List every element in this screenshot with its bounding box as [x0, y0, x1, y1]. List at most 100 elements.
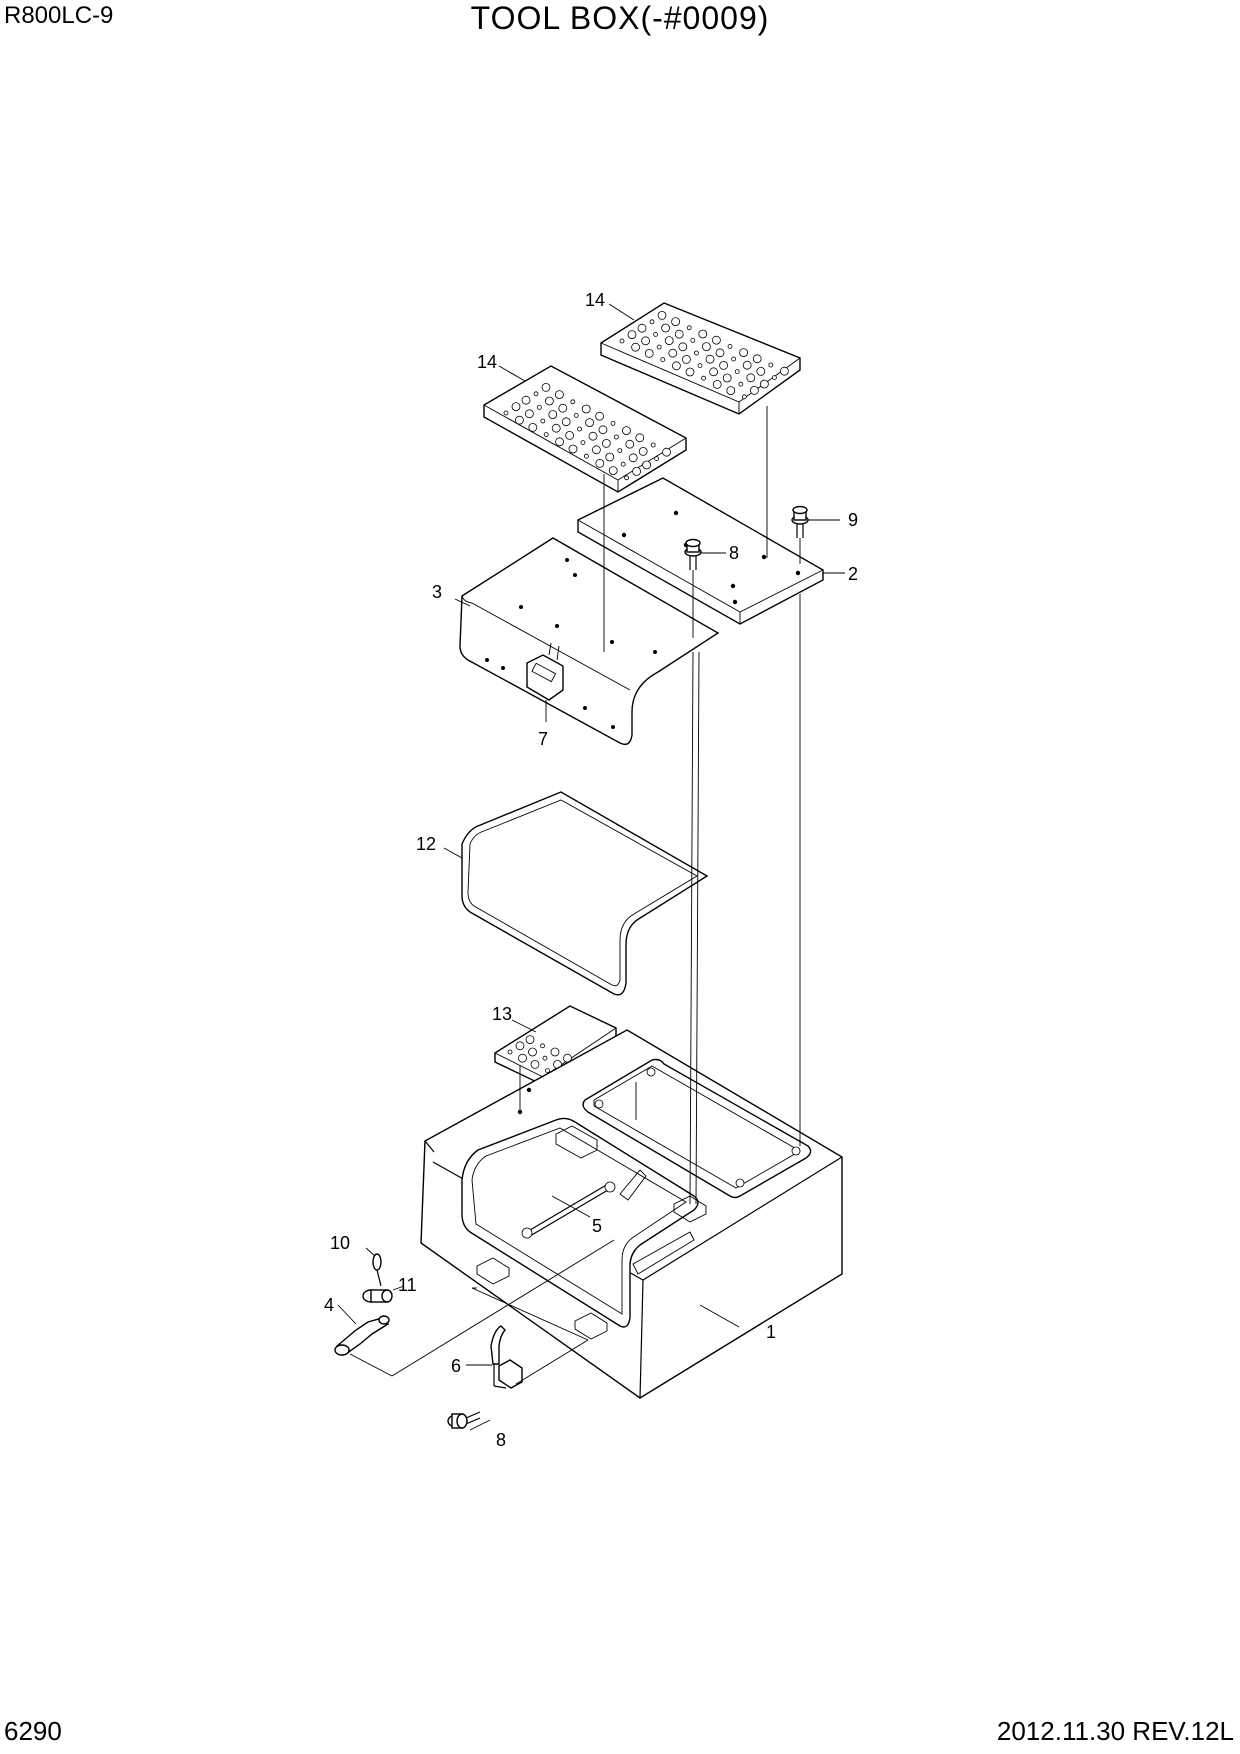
plate-hole — [525, 1035, 535, 1044]
plate-hole — [671, 317, 680, 327]
plate-hole — [738, 381, 744, 387]
plate-hole — [712, 335, 721, 345]
plate-hole — [561, 417, 571, 427]
plate-hole — [742, 360, 752, 370]
part-6-catch — [490, 1325, 523, 1389]
plate-hole — [598, 425, 608, 435]
part-4-hinge-arm — [334, 1315, 390, 1356]
plate-hole — [628, 453, 638, 463]
plate-hole — [620, 461, 626, 467]
revision-date: 2012.11.30 REV.12L — [996, 1716, 1234, 1746]
plate-hole — [653, 331, 658, 337]
plate-hole — [644, 348, 654, 358]
plate-hole — [570, 399, 576, 405]
part-8-bolt-upper — [684, 538, 702, 570]
plate-hole — [631, 342, 640, 352]
plate-hole — [739, 348, 748, 358]
plate-hole — [610, 420, 616, 426]
plate-hole — [617, 448, 623, 454]
plate-hole — [521, 395, 531, 405]
leader-lines — [337, 303, 845, 1431]
plate-hole — [715, 348, 725, 358]
plate-hole — [624, 475, 629, 481]
plate-hole — [642, 460, 651, 470]
plate-hole — [657, 310, 667, 320]
plate-hole — [661, 323, 670, 333]
plate-hole — [635, 433, 645, 443]
callout-4: 4 — [324, 1295, 334, 1315]
callout-10: 10 — [330, 1233, 350, 1253]
callout-9: 9 — [848, 510, 858, 530]
plate-hole — [543, 432, 549, 438]
part-1-box-body — [420, 1029, 843, 1399]
plate-hole — [518, 1053, 527, 1063]
callout-1: 1 — [766, 1322, 776, 1342]
plate-hole — [614, 434, 619, 440]
part-13-small-mat — [494, 1005, 617, 1086]
plate-hole — [595, 458, 605, 468]
part-9-bolt — [791, 505, 809, 538]
plate-hole — [686, 325, 692, 331]
plate-hole — [545, 1068, 550, 1073]
plate-hole — [540, 418, 546, 424]
plate-hole — [760, 379, 769, 389]
plate-hole — [637, 323, 647, 333]
plate-hole — [656, 344, 662, 350]
plate-hole — [627, 330, 637, 340]
assembly-lines — [349, 406, 801, 1385]
plate-hole — [528, 1047, 537, 1057]
plate-hole — [581, 404, 591, 414]
callout-14-lower: 14 — [477, 352, 497, 372]
part-14-plate-upper — [600, 302, 801, 415]
plate-hole — [678, 342, 688, 352]
plate-hole — [625, 439, 635, 449]
part-7-latch — [526, 642, 564, 701]
plate-hole — [608, 466, 618, 476]
plate-hole — [540, 1043, 545, 1049]
plate-hole — [694, 350, 699, 356]
plate-hole — [722, 373, 732, 383]
plate-hole — [660, 357, 666, 363]
plate-hole — [649, 319, 655, 325]
plate-hole — [530, 1060, 540, 1069]
plate-hole — [619, 338, 625, 344]
plate-hole — [515, 415, 524, 425]
plate-hole — [525, 409, 534, 419]
plate-hole — [573, 412, 579, 418]
part-12-seal — [461, 791, 709, 996]
plate-hole — [585, 418, 594, 428]
plate-hole — [592, 445, 601, 455]
part-14-plate-lower — [483, 365, 687, 493]
plate-hole — [750, 385, 759, 395]
plate-hole — [565, 430, 574, 440]
plate-hole — [746, 373, 756, 383]
part-11-pin — [362, 1289, 393, 1303]
plate-hole — [654, 456, 659, 462]
plate-hole — [780, 366, 789, 376]
plate-hole — [772, 375, 777, 381]
callout-labels: 14 14 9 8 2 3 7 12 13 5 10 11 4 1 6 8 — [324, 290, 858, 1450]
plate-hole — [674, 329, 684, 339]
plate-hole — [632, 466, 641, 476]
callout-7: 7 — [538, 729, 548, 749]
plate-hole — [528, 422, 538, 432]
plate-hole — [533, 391, 539, 397]
part-8-bolt-lower — [447, 1411, 481, 1429]
plate-hole — [705, 354, 715, 364]
plate-hole — [568, 444, 578, 454]
plate-hole — [690, 337, 696, 343]
plate-hole — [752, 354, 762, 364]
plate-hole — [580, 440, 586, 446]
plate-hole — [662, 447, 671, 457]
plate-hole — [542, 1055, 548, 1061]
part-3-lid — [459, 537, 720, 746]
plate-hole — [622, 426, 631, 436]
plate-hole — [641, 336, 650, 346]
plate-hole — [731, 356, 736, 362]
callout-6: 6 — [451, 1356, 461, 1376]
plate-hole — [511, 402, 521, 412]
plate-hole — [545, 396, 554, 406]
plate-hole — [577, 426, 582, 432]
plate-hole — [548, 410, 558, 420]
